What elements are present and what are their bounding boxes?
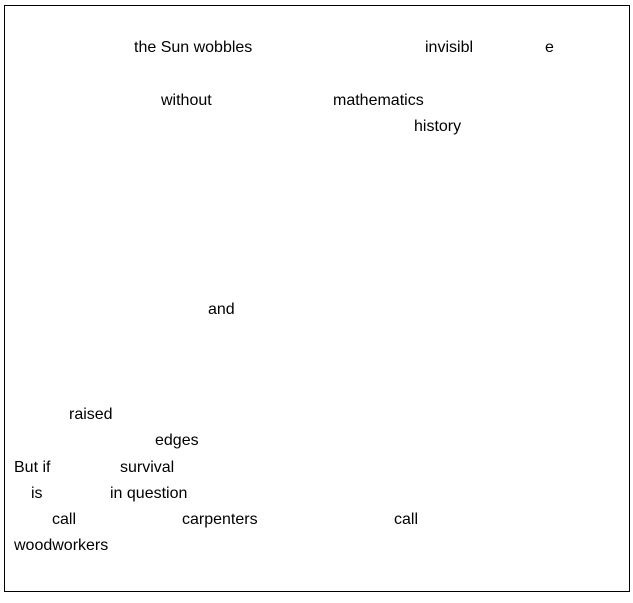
document-page: [4, 5, 630, 592]
text-fragment: in question: [110, 485, 188, 502]
text-fragment: history: [414, 118, 462, 135]
text-fragment: and: [208, 301, 235, 318]
text-fragment: the Sun wobbles: [134, 39, 253, 56]
text-fragment: call: [394, 511, 419, 528]
text-fragment: call: [52, 511, 77, 528]
text-fragment: e: [545, 39, 554, 56]
text-fragment: edges: [155, 432, 199, 449]
text-fragment: without: [161, 92, 212, 109]
text-fragment: is: [31, 485, 43, 502]
text-fragment: But if: [14, 459, 51, 476]
text-fragment: survival: [120, 459, 175, 476]
text-fragment: woodworkers: [14, 537, 109, 554]
text-fragment: invisibl: [425, 39, 474, 56]
text-fragment: mathematics: [333, 92, 424, 109]
text-fragment: carpenters: [182, 511, 258, 528]
text-fragment: raised: [69, 406, 113, 423]
